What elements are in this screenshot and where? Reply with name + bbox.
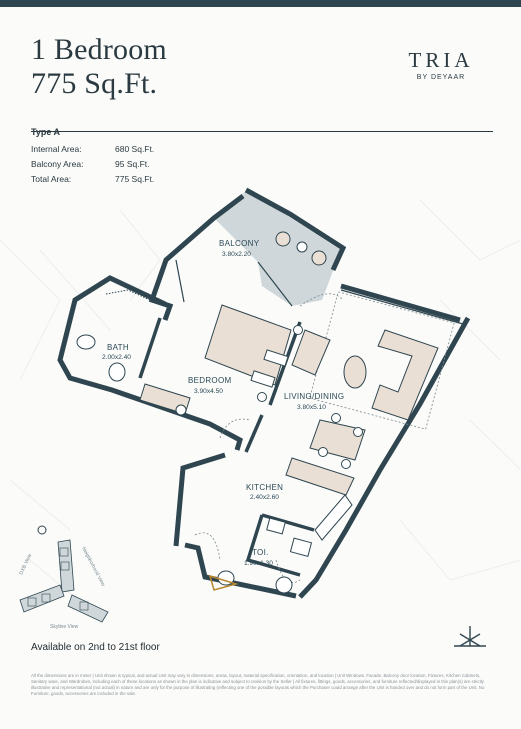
room-label-kitchen: KITCHEN <box>246 483 283 492</box>
living-shelf <box>291 329 331 376</box>
room-dims-kitchen: 2.40x2.60 <box>250 494 279 501</box>
room-label-living: LIVING/DINING <box>284 392 344 401</box>
info-value: 95 Sq.Ft. <box>115 158 150 169</box>
balcony-floor <box>214 190 341 306</box>
bed <box>204 304 303 402</box>
walls <box>57 187 471 599</box>
info-value: 680 Sq.Ft. <box>115 143 155 154</box>
toilet-fixtures <box>217 570 293 594</box>
top-bar <box>0 0 521 7</box>
info-label: Total Area: <box>31 173 72 184</box>
room-dims-bedroom: 3.90x4.50 <box>194 388 223 395</box>
compass-icon <box>37 525 47 535</box>
info-label: Internal Area: <box>31 143 82 154</box>
info-label: Balcony Area: <box>31 158 84 169</box>
availability-text: Available on 2nd to 21st floor <box>31 642 160 653</box>
room-label-balcony: BALCONY <box>219 239 260 248</box>
info-row-internal: Internal Area: 680 Sq.Ft. <box>31 141 154 156</box>
balcony-furniture <box>275 231 327 266</box>
room-dims-balcony: 3.80x2.20 <box>222 251 251 258</box>
keyplan-view-dxb: DXB View <box>18 553 33 576</box>
desk <box>139 383 191 416</box>
title-area: 775 Sq.Ft. <box>31 67 158 100</box>
room-label-toi: TOI. <box>252 548 269 557</box>
unit-type: Type A <box>31 127 61 137</box>
title-bedrooms: 1 Bedroom <box>31 33 167 66</box>
info-row-balcony: Balcony Area: 95 Sq.Ft. <box>31 156 154 171</box>
header-divider <box>31 131 493 132</box>
info-value: 775 Sq.Ft. <box>115 173 155 184</box>
room-dims-toi: 1.90x1.30 <box>244 560 273 567</box>
brand-subtitle: BY DEYAAR <box>416 74 466 81</box>
partitions <box>138 317 315 577</box>
unit-info: Type A Internal Area: 680 Sq.Ft. Balcony… <box>31 127 154 186</box>
room-label-bedroom: BEDROOM <box>188 376 231 385</box>
page-title: 1 Bedroom 775 Sq.Ft. <box>31 33 167 101</box>
info-row-total: Total Area: 775 Sq.Ft. <box>31 171 154 186</box>
room-dims-living: 3.80x5.10 <box>297 404 326 411</box>
room-label-bath: BATH <box>107 343 129 352</box>
brand-name: TRIA <box>408 48 474 72</box>
keyplan-view-neighborhood: Neighborhood View <box>80 546 106 588</box>
dining-table <box>309 413 366 469</box>
disclaimer-text: All the dimensions are in meter | Unit s… <box>31 673 485 696</box>
glazing <box>175 259 464 325</box>
key-plan: DXB View Neighborhood View Skyline View <box>18 525 109 630</box>
sofa <box>343 329 439 421</box>
bath-fixtures <box>76 289 151 382</box>
entrance-arrow-icon <box>208 574 239 591</box>
tria-mark-icon <box>454 626 486 647</box>
kitchen-counter <box>266 457 355 557</box>
keyplan-view-skyline: Skyline View <box>50 624 79 630</box>
room-dims-bath: 2.00x2.40 <box>102 354 131 361</box>
brand-logo: TRIA BY DEYAAR <box>401 48 481 81</box>
